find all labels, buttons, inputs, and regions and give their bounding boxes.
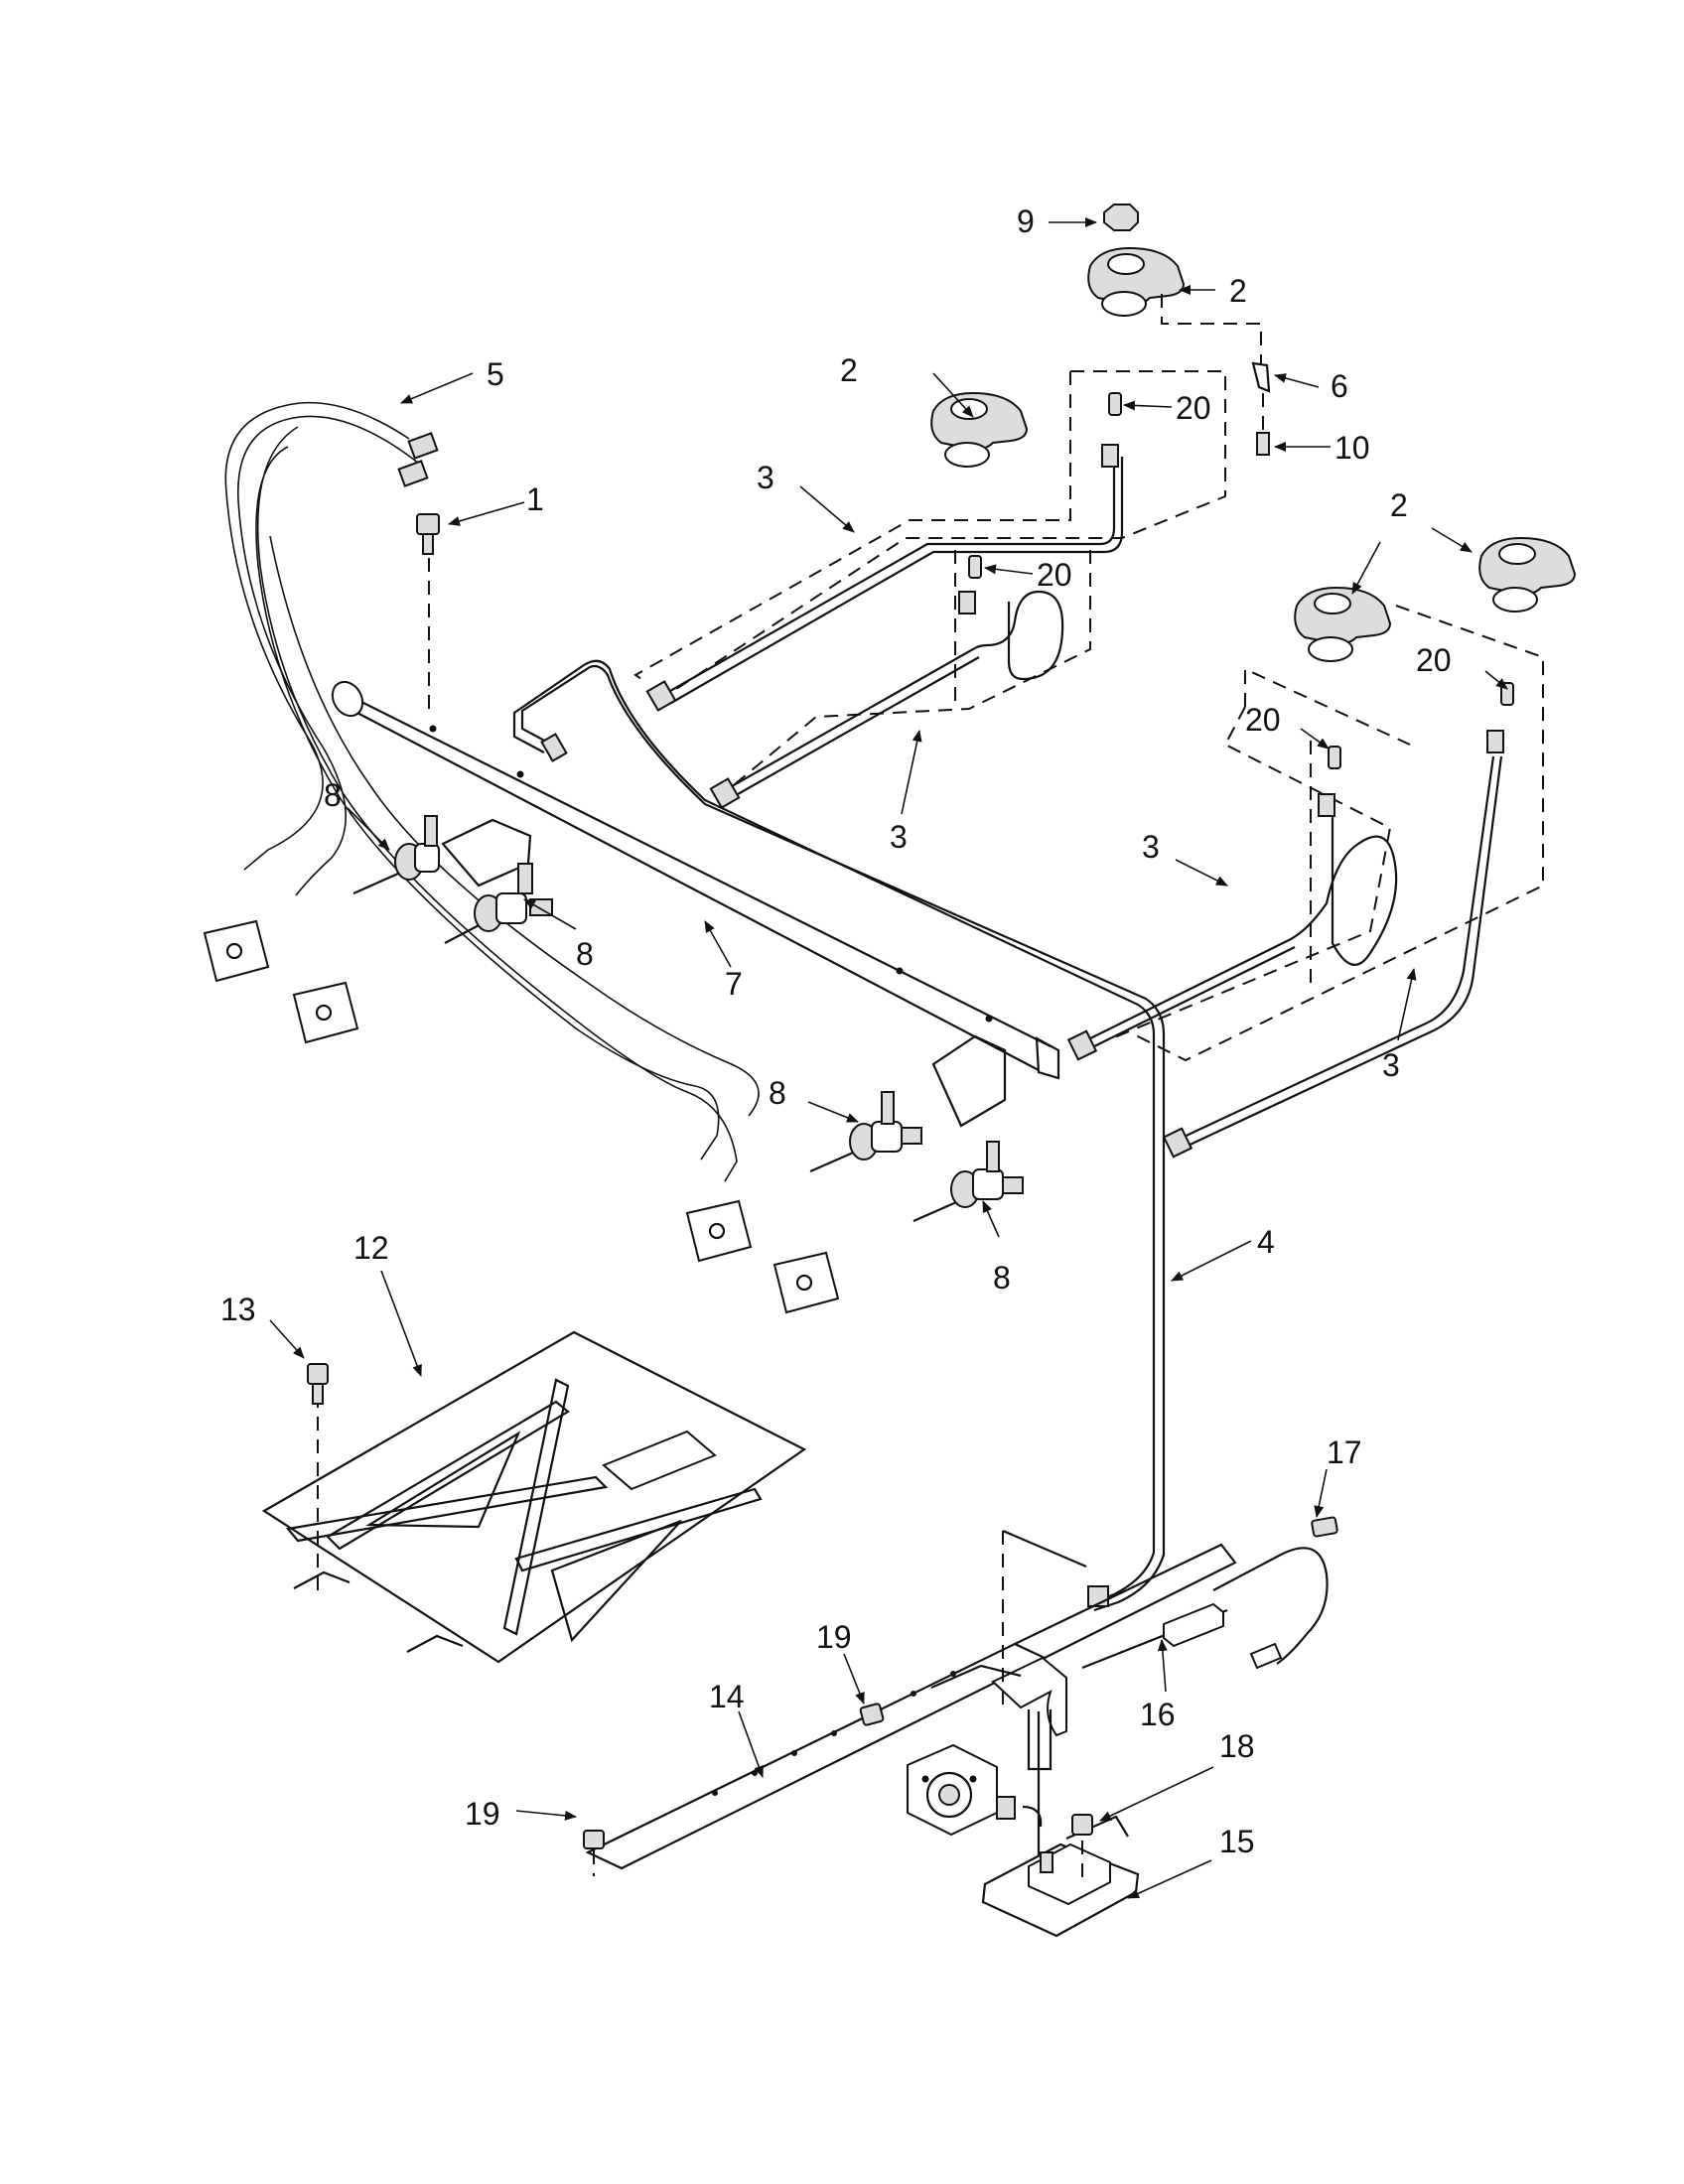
manifold-7	[331, 680, 1060, 1128]
burner-tube-2	[709, 590, 1064, 809]
orifice-20-b	[968, 555, 982, 579]
gas-line-4	[512, 659, 1166, 1612]
label-14: 14	[709, 1679, 745, 1714]
switch-plate-b	[292, 981, 359, 1044]
screw-19-a	[859, 1703, 885, 1726]
label-19-b: 19	[465, 1796, 500, 1832]
switch-plate-c	[685, 1199, 753, 1263]
label-2-right-a: 2	[1390, 487, 1408, 523]
label-10: 10	[1334, 430, 1370, 466]
label-5: 5	[487, 356, 504, 392]
part-labels: 9 2 6 10 20 2 5 1 3 20 2 2 20 20 3 3 3 8…	[220, 204, 1452, 1859]
label-3-b: 3	[890, 819, 908, 855]
leader-lines	[269, 217, 1508, 1899]
label-20-d: 20	[1245, 702, 1281, 738]
label-20-a: 20	[1176, 390, 1211, 426]
label-12: 12	[353, 1230, 389, 1266]
safety-valve-15	[907, 1711, 1140, 1938]
label-18: 18	[1219, 1728, 1255, 1764]
label-1: 1	[526, 481, 544, 517]
label-8-d: 8	[993, 1260, 1011, 1296]
burner-tube-3	[1066, 793, 1398, 1061]
burner-base-right-front	[1294, 586, 1392, 662]
burner-base-top-right	[1087, 246, 1186, 317]
heat-shield-12	[261, 1330, 807, 1664]
label-6: 6	[1331, 368, 1348, 404]
label-2-top: 2	[1229, 273, 1247, 309]
igniter-16	[1081, 1547, 1329, 1670]
label-3-a: 3	[757, 460, 774, 495]
label-8-c: 8	[769, 1075, 786, 1111]
label-20-c: 20	[1416, 642, 1452, 678]
screw-17	[1311, 1516, 1338, 1538]
valve-8-d	[912, 1141, 1024, 1223]
label-4: 4	[1257, 1224, 1275, 1260]
label-19-a: 19	[816, 1619, 852, 1655]
valve-8-c	[809, 1091, 922, 1173]
nut-9	[1103, 204, 1139, 231]
burner-base-right-middle	[1478, 536, 1577, 613]
label-8-b: 8	[576, 936, 594, 972]
igniter-6	[1161, 294, 1271, 456]
label-3-c: 3	[1142, 829, 1160, 865]
label-3-d: 3	[1382, 1047, 1400, 1083]
screw-19-b	[583, 1830, 605, 1876]
wire-harness-5	[224, 401, 760, 1182]
label-15: 15	[1219, 1824, 1255, 1859]
oven-burner-14	[585, 1529, 1237, 1870]
screw-18	[1071, 1814, 1093, 1836]
valve-8-b	[444, 863, 553, 944]
screw-13	[307, 1363, 329, 1405]
burner-tube-1	[645, 444, 1124, 712]
label-8-a: 8	[324, 777, 342, 813]
label-7: 7	[725, 966, 743, 1002]
valve-8-a	[352, 815, 440, 895]
burner-tube-4	[1162, 730, 1504, 1159]
switch-plate-d	[772, 1251, 840, 1314]
orifice-20-a	[1108, 392, 1122, 416]
screw-1	[416, 513, 440, 715]
switch-plate-a	[203, 919, 270, 983]
orifice-20-d	[1328, 746, 1341, 769]
label-17: 17	[1327, 1434, 1362, 1470]
label-20-b: 20	[1037, 557, 1072, 593]
burner-base-left	[930, 391, 1029, 468]
label-13: 13	[220, 1292, 256, 1327]
label-9: 9	[1017, 204, 1035, 239]
label-16: 16	[1140, 1697, 1176, 1732]
label-2-left: 2	[840, 352, 858, 388]
